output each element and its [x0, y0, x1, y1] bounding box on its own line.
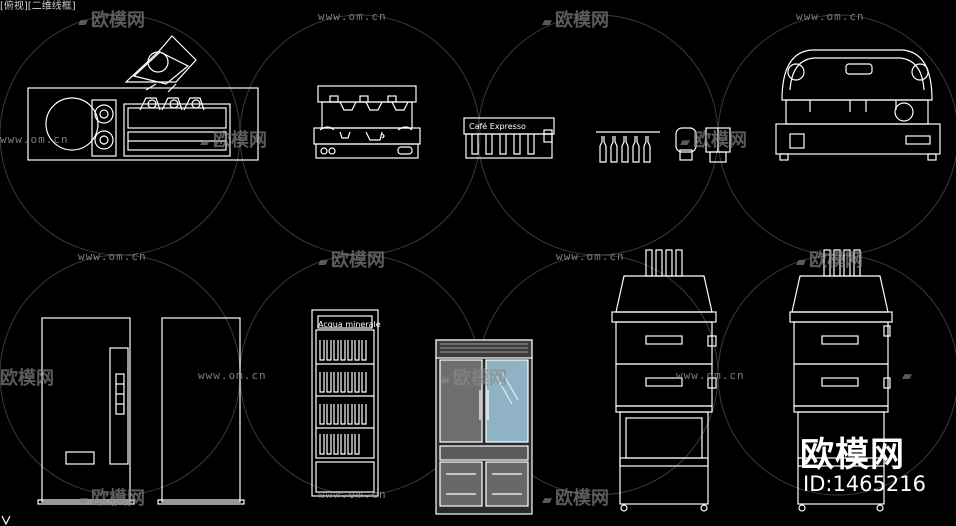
watermark-logo: ▰欧模网	[680, 130, 747, 151]
sofa-icon: ▰	[78, 493, 88, 508]
watermark-logo: ▰欧模网	[78, 10, 145, 31]
watermark-url: www.om.cn	[78, 250, 147, 263]
watermark-logo: ▰欧模网	[542, 10, 609, 31]
brand-id-label: ID:1465216	[803, 472, 926, 496]
large-espresso-machine	[775, 49, 941, 161]
sofa-icon: ▰	[796, 255, 806, 270]
cafe-expresso-panel	[463, 117, 555, 159]
bottles-and-dispensers	[596, 127, 731, 163]
vending-machine-side	[157, 317, 245, 505]
ucs-axis-icon	[1, 515, 11, 526]
watermark-logo: ▰欧模网	[542, 488, 609, 509]
fridge-title: Acqua minerale	[318, 320, 381, 329]
pizza-oven-left	[611, 249, 717, 512]
watermark-url: www.om.cn	[796, 10, 865, 23]
watermark-url: www.om.cn	[556, 250, 625, 263]
beverage-fridge	[311, 309, 379, 497]
sofa-icon: ▰	[902, 369, 912, 384]
watermark-logo: ▰欧模网	[200, 130, 267, 151]
watermark-logo: ▰欧模网	[440, 368, 507, 389]
watermark-url: www.om.cn	[318, 488, 387, 501]
cafe-panel-title: Café Expresso	[469, 121, 526, 131]
watermark-url: www.om.cn	[198, 369, 267, 382]
watermark-url: www.om.cn	[0, 133, 69, 146]
coffee-counter-top-view	[27, 35, 259, 161]
double-door-refrigerator	[435, 339, 533, 515]
viewport-label[interactable]: [俯视][二维线框]	[0, 1, 76, 12]
watermark-logo: ▰	[902, 364, 915, 385]
sofa-icon: ▰	[318, 255, 328, 270]
brand-logo-text: 欧模网	[800, 435, 905, 475]
espresso-machine-front	[313, 85, 421, 159]
watermark-logo: ▰欧模网	[78, 488, 145, 509]
watermark-logo: 欧模网	[0, 368, 54, 389]
vending-machine-front	[37, 317, 135, 505]
watermark-url: www.om.cn	[318, 10, 387, 23]
sofa-icon: ▰	[440, 373, 450, 388]
watermark-logo: ▰欧模网	[796, 250, 863, 271]
watermark-url: www.om.cn	[676, 369, 745, 382]
sofa-icon: ▰	[78, 15, 88, 30]
watermark-logo: ▰欧模网	[318, 250, 385, 271]
sofa-icon: ▰	[542, 15, 552, 30]
sofa-icon: ▰	[200, 135, 210, 150]
sofa-icon: ▰	[680, 135, 690, 150]
pizza-oven-right	[789, 249, 893, 512]
sofa-icon: ▰	[542, 493, 552, 508]
